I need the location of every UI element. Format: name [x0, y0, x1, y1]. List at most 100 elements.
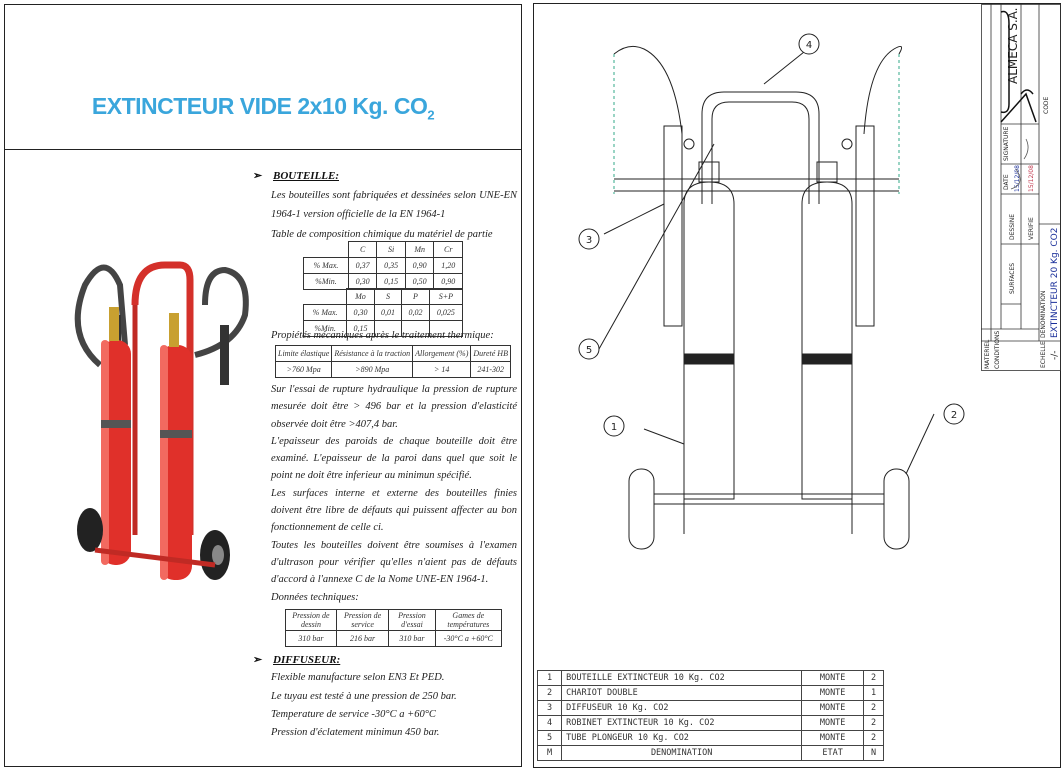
materiel-label: MATERIEL — [984, 339, 991, 369]
echelle-label: ECHELLE — [1040, 341, 1047, 368]
trolley-line-drawing: 1 2 3 4 5 — [578, 33, 965, 550]
table-cell: Limite élastique — [274, 345, 333, 362]
spec-sheet-panel: EXTINCTEUR VIDE 2x10 Kg. CO2 ➢ BOUTEILLE:… — [4, 4, 522, 767]
table-cell: ROBINET EXTINCTEUR 10 Kg. CO2 — [561, 715, 803, 731]
table-cell: 0,30 — [346, 304, 375, 321]
table-cell: Mn — [404, 241, 435, 258]
bouteille-text-flow: Sur l'essai de rupture hydraulique la pr… — [271, 381, 517, 647]
signature-mark — [1010, 138, 1029, 190]
extinguisher-trolley-image — [74, 261, 249, 580]
code-label: CODE — [1043, 96, 1050, 114]
diffuseur-line: Flexible manufacture selon EN3 Et PED. — [271, 672, 445, 683]
heading-text: BOUTEILLE: — [273, 170, 339, 182]
table-cell: >890 Mpa — [331, 361, 414, 378]
table-cell: 0,15 — [346, 320, 375, 337]
table-cell: ETAT — [801, 745, 865, 761]
table-cell: TUBE PLONGEUR 10 Kg. CO2 — [561, 730, 803, 746]
table-cell: BOUTEILLE EXTINCTEUR 10 Kg. CO2 — [561, 670, 803, 686]
date-verifie: 15/12/08 — [1028, 165, 1035, 192]
table-cell: 216 bar — [335, 629, 390, 647]
table-cell: %Min. — [303, 273, 349, 290]
signature-label: SIGNATURE — [1003, 126, 1010, 161]
table-cell: M — [536, 745, 563, 761]
table-cell: MONTE — [801, 715, 865, 731]
table-cell: 0,37 — [347, 257, 378, 274]
mech-table-caption: Propiétés mécaniques après le traitement… — [271, 330, 494, 341]
table-cell: DIFFUSEUR 10 Kg. CO2 — [561, 700, 803, 716]
table-cell: MONTE — [801, 700, 865, 716]
table-cell: Pression de dessin — [285, 608, 337, 631]
table-cell: 2 — [863, 700, 884, 716]
diffuseur-line: Temperature de service -30°C a +60°C — [271, 709, 436, 720]
technical-drawing-panel: 1 2 3 4 5 MATERIEL CONDITIONS SURFACES D… — [533, 3, 1061, 768]
table-cell: % Max. — [302, 304, 348, 321]
table-cell: MONTE — [801, 685, 865, 701]
bouteille-intro: Les bouteilles sont fabriquées et dessin… — [271, 190, 517, 220]
section-heading-diffuseur: ➢DIFFUSEUR: — [253, 653, 340, 666]
table-cell: N — [863, 745, 884, 761]
table-cell: -30°C a +60°C — [434, 629, 503, 647]
table-cell: 0,90 — [404, 257, 435, 274]
conditions-label: CONDITIONS — [994, 331, 1001, 369]
callout-1: 1 — [611, 422, 617, 433]
table-cell: CHARIOT DOUBLE — [561, 685, 803, 701]
table-cell: 1 — [536, 670, 563, 686]
table-cell — [401, 320, 430, 337]
table-cell: >760 Mpa — [274, 361, 333, 378]
arrow-bullet-icon: ➢ — [253, 170, 263, 182]
table-cell: 310 bar — [388, 629, 436, 647]
table-row: %Min.0,15 — [302, 320, 464, 337]
callout-4: 4 — [806, 40, 812, 51]
table-cell: DENOMINATION — [561, 745, 803, 761]
table-cell: Dureté HB — [470, 345, 511, 362]
denomination-label: DENOMINATION — [1040, 291, 1047, 338]
diffuseur-line: Le tuyau est testé à une pression de 250… — [271, 691, 457, 702]
table-cell — [304, 242, 349, 258]
echelle-value: -/- — [1050, 350, 1060, 360]
table-cell: Pression de service — [335, 608, 390, 631]
chem-table-caption: Table de composition chimique du matérie… — [271, 229, 493, 240]
table-cell: Mo — [346, 288, 375, 305]
table-cell: S+P — [428, 288, 464, 305]
paragraph-epaisseur: L'epaisseur des paroids de chaque boutei… — [271, 435, 517, 482]
arrow-bullet-icon: ➢ — [253, 654, 263, 666]
paragraph-ultrason: Toutes les bouteilles doivent être soumi… — [271, 539, 517, 586]
dessine-label: DESSINE — [1009, 214, 1016, 240]
table-cell: > 14 — [412, 361, 472, 378]
divider — [5, 149, 521, 150]
table-cell: 0,02 — [401, 304, 430, 321]
table-cell: 0,35 — [376, 257, 406, 274]
paragraph-surfaces: Les surfaces interne et externe des bout… — [271, 487, 517, 534]
table-cell: 4 — [536, 715, 563, 731]
page-title: EXTINCTEUR VIDE 2x10 Kg. CO2 — [5, 93, 521, 123]
callout-3: 3 — [586, 235, 592, 246]
table-cell: % Max. — [303, 257, 349, 274]
verifie-label: VERIFIE — [1028, 217, 1035, 240]
table-cell: 1 — [863, 685, 884, 701]
table-cell: Games de températures — [434, 608, 503, 631]
table-cell: 2 — [863, 730, 884, 746]
table-cell — [428, 320, 464, 337]
table-cell: 241-302 — [470, 361, 511, 378]
table-cell: MONTE — [801, 670, 865, 686]
table-cell: 5 — [536, 730, 563, 746]
table-cell: Pression d'essai — [388, 608, 436, 631]
title-text: EXTINCTEUR VIDE 2x10 Kg. CO — [91, 93, 428, 119]
table-cell: 1,20 — [433, 257, 463, 274]
table-cell: Cr — [433, 241, 463, 258]
table-cell: MONTE — [801, 730, 865, 746]
